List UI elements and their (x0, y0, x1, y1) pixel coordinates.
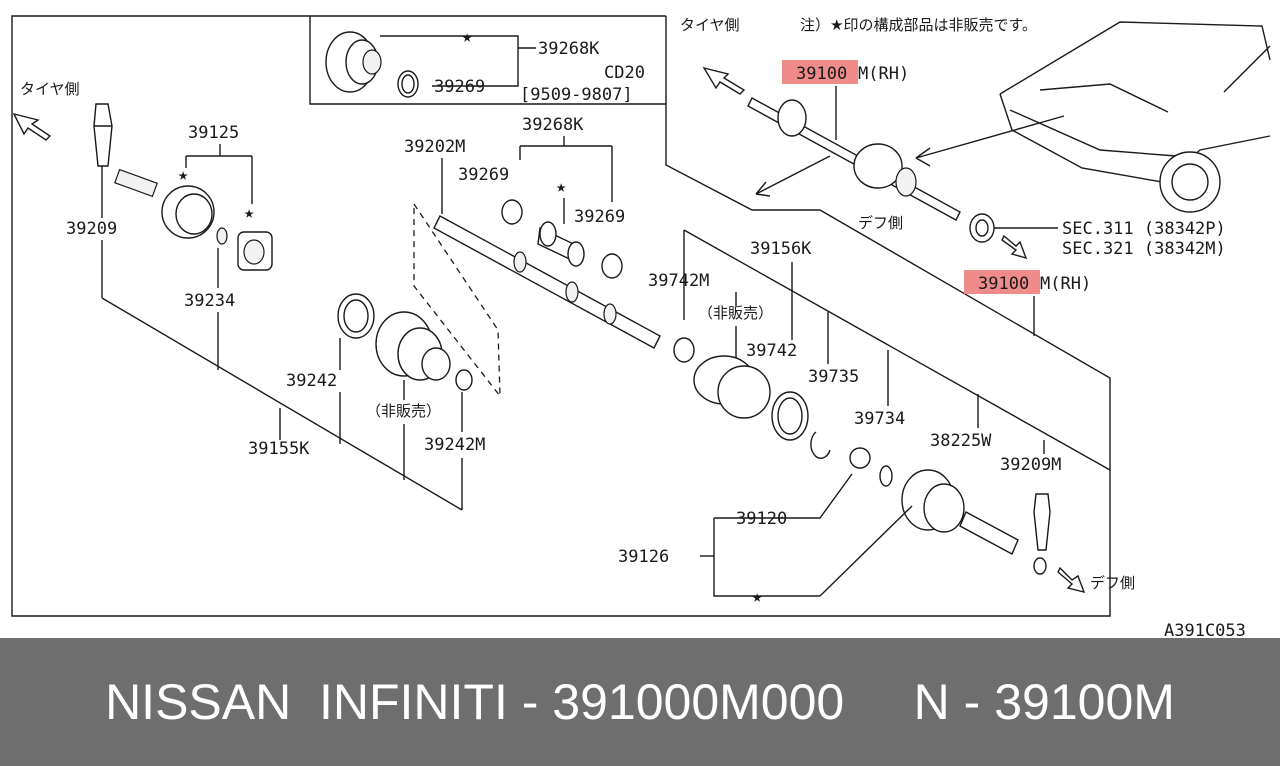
assembly-arrow-icon (755, 155, 831, 197)
part-39268K-top: 39268K (538, 39, 600, 59)
part-39120-label: 39120 (736, 509, 787, 529)
part-39100-highlight-1: 39100 (796, 64, 847, 84)
engine-code: CD20 (604, 63, 645, 83)
part-39735-label: 39735 (808, 367, 859, 387)
outer-joint-shape (114, 168, 273, 271)
part-39269-top: 39269 (434, 77, 485, 97)
star-marker: ★ (178, 165, 188, 185)
star-marker: ★ (244, 203, 254, 223)
part-39742-label: 39742 (746, 341, 797, 361)
car-illustration (999, 21, 1271, 213)
diff-side-label-bottom: デフ側 (1090, 574, 1135, 592)
tire-side-arrow-left-icon (12, 112, 52, 141)
part-39242-label: 39242 (286, 371, 337, 391)
part-39202M-label: 39202M (404, 137, 465, 157)
part-39209M-label: 39209M (1000, 455, 1061, 475)
star-marker: ★ (752, 587, 762, 607)
diagram-code: A391C053 (1164, 621, 1246, 638)
not-sold-footnote: 注）★印の構成部品は非販売です。 (800, 16, 1037, 34)
diff-side-arrow-right-icon (1001, 234, 1028, 260)
sec-311-ref: SEC.311 (38342P) (1062, 219, 1226, 239)
part-39268K-mid-label: 39268K (522, 115, 584, 135)
part-39209-shape (93, 103, 113, 167)
tire-side-label-left: タイヤ側 (20, 80, 80, 98)
inset-boot-drawing (325, 31, 419, 98)
diff-side-label-mid: デフ側 (858, 214, 903, 232)
part-highlight-1 (782, 60, 858, 84)
tire-side-arrow-top-icon (702, 66, 746, 95)
date-range: [9509-9807] (520, 85, 633, 105)
diff-side-arrow-bottom-icon (1057, 566, 1086, 594)
part-39100-highlight-2: 39100 (978, 274, 1029, 294)
not-sold-note-1: （非販売） (366, 402, 441, 420)
diagram-frame (11, 15, 1111, 617)
part-39734-label: 39734 (854, 409, 905, 429)
part-39269-b-label: 39269 (574, 207, 625, 227)
parts-diagram: ★ 39268K 39269 CD20 [9509-9807] タイヤ側 392… (11, 15, 1271, 638)
part-39269-a-label: 39269 (458, 165, 509, 185)
part-highlight-2 (964, 270, 1040, 294)
boot-39242-shape (337, 293, 473, 391)
inner-boot-shape (673, 337, 1051, 575)
shaft-39202M-shape (433, 215, 661, 349)
part-39209-label: 39209 (66, 219, 117, 239)
part-38225W-label: 38225W (930, 431, 992, 451)
part-39234-label: 39234 (184, 291, 235, 311)
star-marker: ★ (556, 177, 566, 197)
driveshaft-assembly-shape (747, 97, 995, 243)
not-sold-note-2: （非販売） (698, 304, 773, 322)
part-39125-label: 39125 (188, 123, 239, 143)
part-39156K-label: 39156K (750, 239, 812, 259)
part-39100-suffix-2: M(RH) (1040, 274, 1091, 294)
part-39126-label: 39126 (618, 547, 669, 567)
sec-321-ref: SEC.321 (38342M) (1062, 239, 1226, 259)
tire-side-label-top: タイヤ側 (680, 16, 740, 34)
star-marker: ★ (462, 27, 472, 47)
part-39242M-label: 39242M (424, 435, 485, 455)
part-39155K-label: 39155K (248, 439, 310, 459)
part-number-footer: NISSAN INFINITI - 391000M000 N - 39100M (0, 638, 1280, 766)
part-number-caption: NISSAN INFINITI - 391000M000 N - 39100M (105, 674, 1175, 730)
part-39742M-label: 39742M (648, 271, 709, 291)
boot-kit-shape (501, 199, 623, 279)
part-39100-suffix-1: M(RH) (858, 64, 909, 84)
